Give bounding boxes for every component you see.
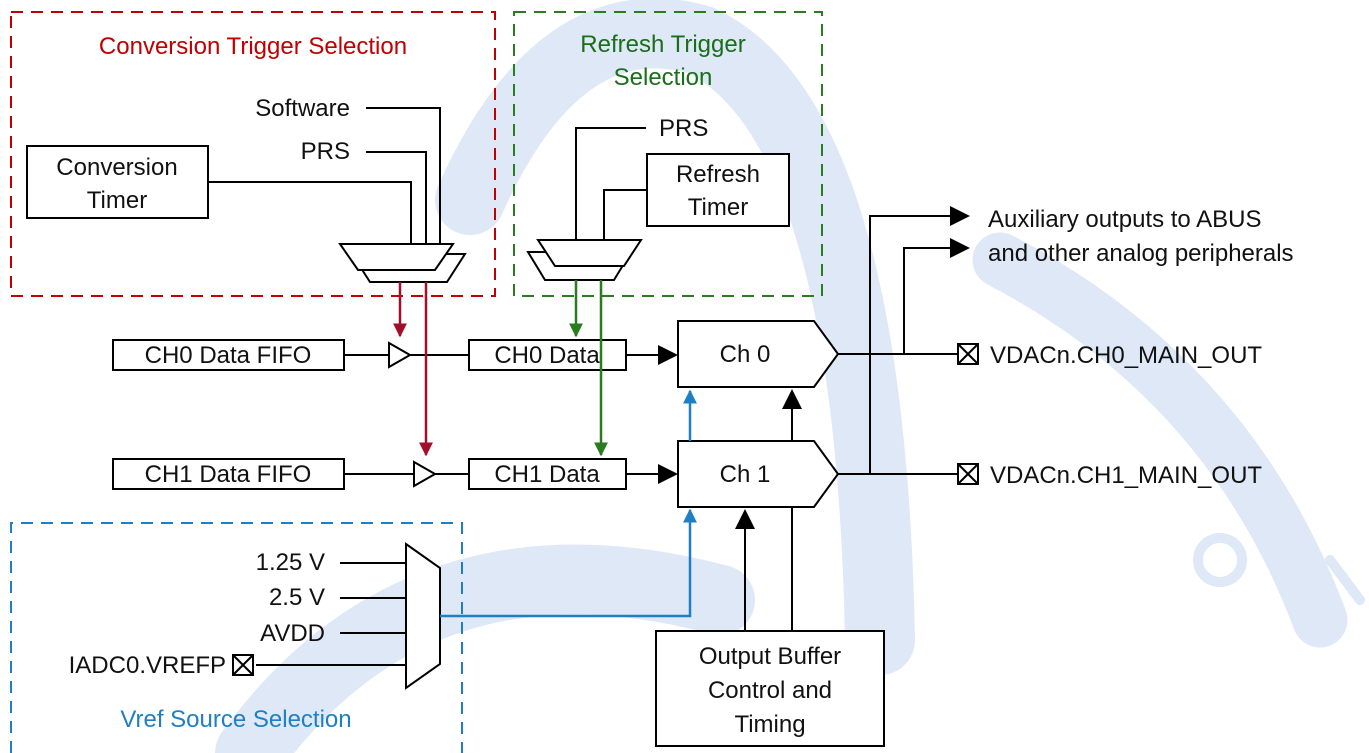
ch0-buffer xyxy=(388,341,413,369)
ch1-main-out-pin-icon xyxy=(957,463,979,485)
vref-avdd-label: AVDD xyxy=(260,620,325,647)
ch0-channel xyxy=(677,320,840,388)
vref-1v25-label: 1.25 V xyxy=(256,549,325,576)
output-buffer-label-line2: Control and xyxy=(708,677,832,704)
aux-outputs-line1: Auxiliary outputs to ABUS xyxy=(988,206,1261,233)
iadc-vrefp-pin-icon xyxy=(232,654,254,676)
ch1-main-out-label: VDACn.CH1_MAIN_OUT xyxy=(990,462,1262,489)
watermark xyxy=(215,0,1365,753)
ch1-buffer xyxy=(413,460,438,488)
conversion-trigger-frame xyxy=(10,11,496,297)
conversion-timer-box xyxy=(26,145,209,219)
ch0-main-out-label: VDACn.CH0_MAIN_OUT xyxy=(990,342,1262,369)
vref-source-title: Vref Source Selection xyxy=(120,706,351,733)
refresh-trigger-title-line2: Selection xyxy=(614,64,713,91)
output-buffer-label-line1: Output Buffer xyxy=(699,643,841,670)
ch0-data-register-label: CH0 Data xyxy=(494,342,600,369)
refresh-trigger-frame xyxy=(513,11,823,297)
conversion-prs-label: PRS xyxy=(301,138,350,165)
software-label: Software xyxy=(255,95,350,122)
ch0-data-fifo-label: CH0 Data FIFO xyxy=(145,342,312,369)
conversion-trigger-mux xyxy=(338,243,455,271)
refresh-trigger-title-line1: Refresh Trigger xyxy=(580,31,745,58)
ch1-data-fifo-label: CH1 Data FIFO xyxy=(145,461,312,488)
vref-2v5-label: 2.5 V xyxy=(269,584,325,611)
vref-iadc-label: IADC0.VREFP xyxy=(69,652,226,679)
output-buffer-label-line3: Timing xyxy=(734,711,805,738)
aux-outputs-line2: and other analog peripherals xyxy=(988,240,1294,267)
conversion-timer-label-line1: Conversion xyxy=(56,154,177,181)
refresh-timer-label-line1: Refresh xyxy=(676,161,760,188)
ch0-channel-label: Ch 0 xyxy=(720,341,771,368)
conversion-trigger-title: Conversion Trigger Selection xyxy=(99,33,407,60)
conversion-timer-label-line2: Timer xyxy=(87,187,147,214)
refresh-timer-label-line2: Timer xyxy=(688,194,748,221)
refresh-prs-label: PRS xyxy=(659,115,708,142)
refresh-trigger-mux xyxy=(536,239,643,267)
ch1-data-register-label: CH1 Data xyxy=(494,461,600,488)
vref-source-mux xyxy=(405,542,441,690)
ch1-channel-label: Ch 1 xyxy=(720,461,771,488)
output-buffer-control-box xyxy=(655,630,885,747)
ch0-main-out-pin-icon xyxy=(957,343,979,365)
